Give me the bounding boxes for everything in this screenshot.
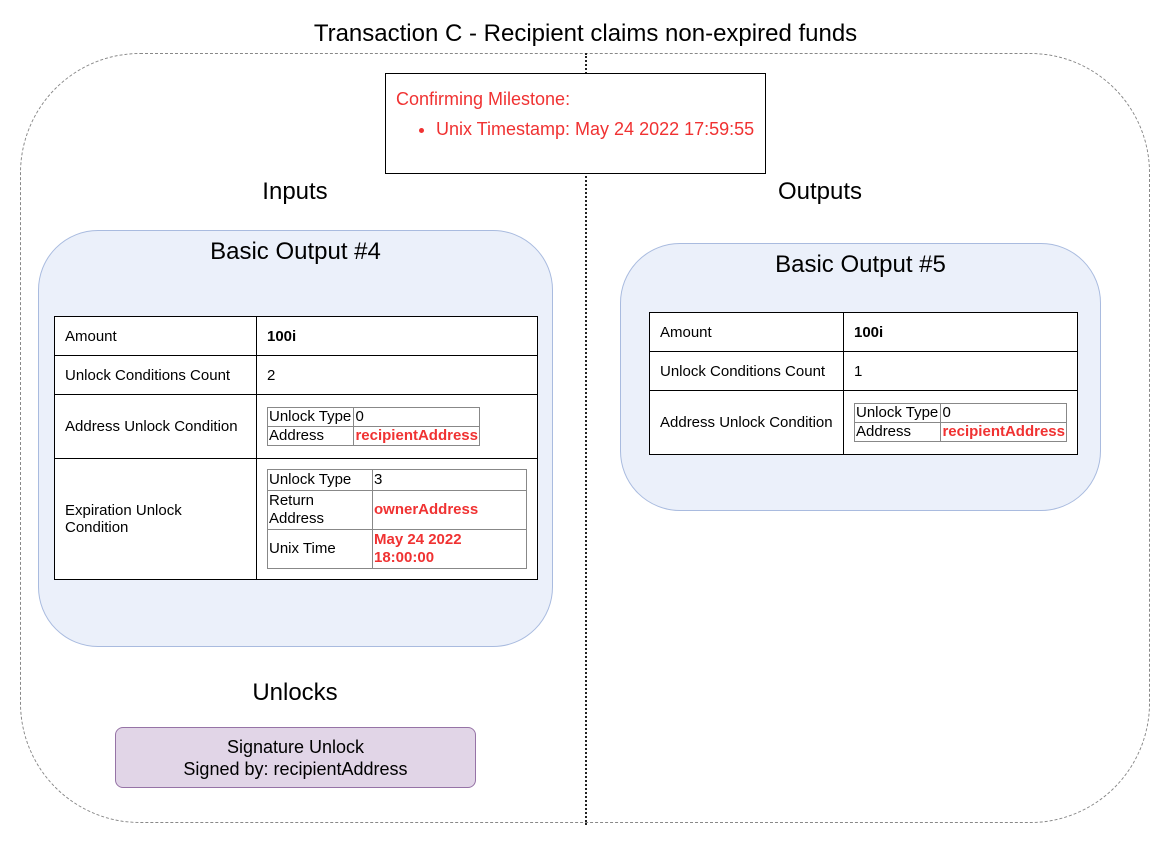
signature-unlock-signer: Signed by: recipientAddress	[183, 759, 408, 779]
amount-label: Amount	[54, 316, 257, 356]
milestone-list: Unix Timestamp: May 24 2022 17:59:55	[396, 115, 754, 143]
address-unlock-cell: Unlock Type 0 Address recipientAddress	[843, 390, 1078, 455]
outputs-label: Outputs	[777, 178, 863, 205]
unlock-type-value: 0	[353, 407, 480, 427]
unlock-type-label: Unlock Type	[266, 407, 355, 427]
expiration-unlock-table: Unlock Type 3 Return Address ownerAddres…	[267, 469, 527, 569]
address-unlock-table: Unlock Type 0 Address recipientAddress	[266, 407, 480, 446]
expiration-unlock-label: Expiration Unlock Condition	[54, 458, 257, 580]
expiration-type-label: Unlock Type	[267, 469, 373, 491]
unlocks-label: Unlocks	[252, 679, 338, 706]
return-address-value: ownerAddress	[372, 490, 527, 530]
milestone-heading: Confirming Milestone:	[396, 89, 571, 109]
input-basic-output-card: Basic Output #4 Amount 100i Unlock Condi…	[38, 230, 553, 647]
expiration-unlock-cell: Unlock Type 3 Return Address ownerAddres…	[256, 458, 538, 580]
output-output-table: Amount 100i Unlock Conditions Count 1 Ad…	[649, 312, 1078, 455]
address-unlock-label: Address Unlock Condition	[54, 394, 257, 459]
unlock-type-label: Unlock Type	[853, 403, 942, 423]
address-unlock-table: Unlock Type 0 Address recipientAddress	[853, 403, 1067, 442]
inputs-outputs-divider	[585, 53, 587, 825]
unix-time-value: May 24 2022 18:00:00	[372, 529, 527, 569]
inputs-label: Inputs	[262, 178, 328, 205]
amount-value: 100i	[256, 316, 538, 356]
address-label: Address	[853, 422, 942, 442]
unlock-type-value: 0	[940, 403, 1067, 423]
count-value: 2	[256, 355, 538, 395]
amount-value: 100i	[843, 312, 1078, 352]
input-output-table: Amount 100i Unlock Conditions Count 2 Ad…	[54, 316, 538, 580]
address-unlock-row: Address Unlock Condition Unlock Type 0 A…	[54, 394, 538, 459]
output-basic-output-card: Basic Output #5 Amount 100i Unlock Condi…	[620, 243, 1101, 511]
count-label: Unlock Conditions Count	[649, 351, 844, 391]
count-value: 1	[843, 351, 1078, 391]
confirming-milestone-box: Confirming Milestone: Unix Timestamp: Ma…	[385, 73, 766, 174]
count-row: Unlock Conditions Count 2	[54, 355, 538, 395]
return-address-label: Return Address	[267, 490, 373, 530]
address-value: recipientAddress	[353, 426, 480, 446]
address-label: Address	[266, 426, 355, 446]
amount-label: Amount	[649, 312, 844, 352]
unix-time-label: Unix Time	[267, 529, 373, 569]
count-row: Unlock Conditions Count 1	[649, 351, 1078, 391]
count-label: Unlock Conditions Count	[54, 355, 257, 395]
expiration-type-value: 3	[372, 469, 527, 491]
address-unlock-cell: Unlock Type 0 Address recipientAddress	[256, 394, 538, 459]
signature-unlock-box: Signature Unlock Signed by: recipientAdd…	[115, 727, 476, 788]
milestone-timestamp: Unix Timestamp: May 24 2022 17:59:55	[436, 115, 754, 143]
amount-row: Amount 100i	[649, 312, 1078, 352]
signature-unlock-title: Signature Unlock	[226, 737, 365, 757]
output-output-title: Basic Output #5	[775, 251, 946, 278]
address-unlock-row: Address Unlock Condition Unlock Type 0 A…	[649, 390, 1078, 455]
amount-row: Amount 100i	[54, 316, 538, 356]
expiration-unlock-row: Expiration Unlock Condition Unlock Type …	[54, 458, 538, 580]
diagram-title: Transaction C - Recipient claims non-exp…	[313, 20, 858, 47]
address-value: recipientAddress	[940, 422, 1067, 442]
input-output-title: Basic Output #4	[210, 238, 381, 265]
address-unlock-label: Address Unlock Condition	[649, 390, 844, 455]
